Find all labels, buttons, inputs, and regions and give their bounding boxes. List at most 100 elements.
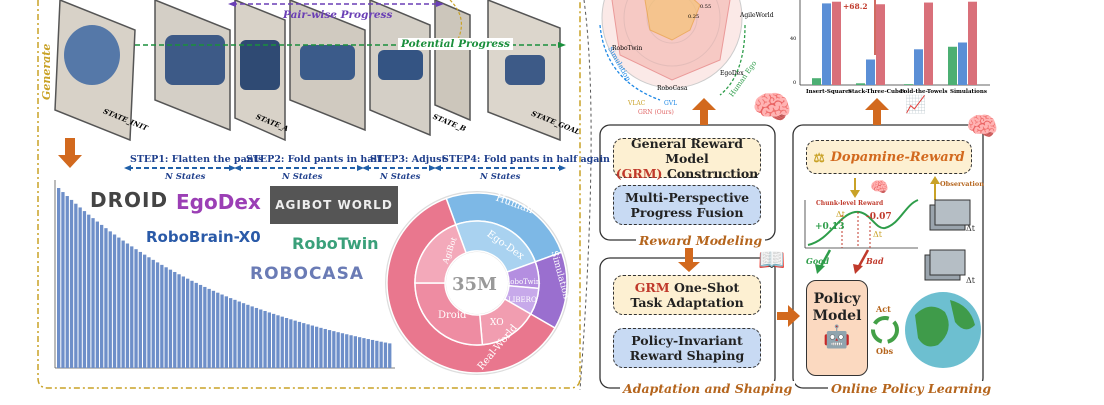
step4-title: STEP4: Fold pants in half again	[442, 154, 610, 165]
step2-sub: N States	[282, 172, 323, 182]
histogram-bar	[336, 332, 340, 368]
histogram-bar	[155, 262, 160, 368]
obs-dt1: Δt	[966, 276, 975, 285]
brain-icon: 🧠	[752, 88, 792, 126]
bar-mark	[812, 78, 821, 85]
histogram-bar	[125, 243, 130, 368]
histogram-bar	[104, 228, 108, 368]
oneshot-line2: Task Adaptation	[630, 295, 744, 310]
grm-line2: Construction	[662, 165, 759, 181]
histogram-bar	[310, 325, 314, 368]
histogram-bar	[173, 271, 177, 368]
histogram-bar	[250, 306, 254, 368]
grm-red: (GRM)	[615, 165, 663, 181]
histogram-bar	[91, 218, 95, 368]
bad-arrow-icon	[856, 249, 870, 269]
histogram-bar	[289, 319, 293, 368]
oneshot-red: GRM	[634, 280, 670, 295]
histogram-bar	[345, 334, 349, 368]
radar-label-agileworld: AgileWorld	[740, 12, 774, 19]
obs-label: Obs	[876, 346, 894, 356]
histogram-bar	[151, 259, 155, 368]
act-label: Act	[876, 304, 891, 314]
histogram-bar	[319, 327, 323, 368]
bar-cat-3: Fold-the-Towels	[900, 89, 948, 95]
fusion-line1: Multi-Perspective	[624, 190, 750, 205]
fusion-line2: Progress Fusion	[630, 205, 744, 220]
bar-mark	[968, 1, 977, 86]
histogram-bar	[362, 338, 366, 368]
generate-label: Generate	[40, 43, 53, 100]
histogram-bar	[233, 299, 237, 368]
step3-sub: N States	[380, 172, 421, 182]
dopamine-reward-box: ⚖ Dopamine-Reward	[806, 140, 972, 174]
bar-cat-2: Stack-Three-Cubes	[848, 89, 906, 95]
scale-icon: ⚖	[813, 149, 825, 165]
histogram-bar	[375, 340, 379, 368]
success-bar-chart	[812, 0, 977, 86]
bar-mark	[866, 59, 875, 85]
histogram-bar	[340, 333, 345, 368]
policy-line2: Model	[812, 308, 862, 324]
radar-label-robocasa: RoboCasa	[657, 85, 688, 92]
sb-droid: Droid	[438, 310, 467, 321]
histogram-bar	[198, 284, 203, 368]
bar-mark	[958, 42, 967, 85]
histogram-bar	[78, 207, 82, 368]
reward-modeling-caption: Reward Modeling	[636, 233, 766, 248]
radar-legend-vlac: VLAC	[628, 100, 646, 107]
bar-mark	[948, 46, 957, 85]
histogram-bar	[379, 341, 383, 368]
radar-tick-2: 0.25	[688, 14, 700, 20]
histogram-bar	[61, 192, 65, 368]
histogram-bar	[302, 323, 306, 368]
obs-dt2: Δt	[966, 224, 975, 233]
histogram-bar	[57, 188, 61, 368]
histogram-bar	[297, 321, 302, 368]
histogram-bar	[246, 304, 250, 368]
logo-robocasa: ROBOCASA	[250, 264, 364, 284]
radar-label-egodex: EgoDex	[720, 70, 744, 77]
state-image-3	[434, 0, 471, 122]
histogram-bar	[194, 282, 198, 368]
pants-shape	[240, 40, 280, 90]
step1-title: STEP1: Flatten the pants	[130, 154, 264, 165]
radar-legend-gvl: GVL	[664, 100, 678, 107]
sunburst-center: 35M	[452, 274, 497, 295]
histogram-bar	[164, 267, 168, 368]
step1-sub: N States	[165, 172, 206, 182]
policy-line1: Policy	[813, 291, 861, 307]
histogram-bar	[82, 211, 87, 368]
histogram-bar	[130, 246, 134, 368]
pants-shape	[64, 25, 120, 85]
histogram-bar	[211, 290, 216, 368]
arrow-down-icon	[678, 247, 700, 272]
histogram-bar	[237, 301, 241, 368]
histogram-bar	[306, 324, 310, 368]
histogram-bar	[143, 254, 147, 368]
histogram-bar	[186, 278, 190, 368]
logo-droid: DROID	[90, 188, 169, 212]
state-images	[54, 0, 561, 142]
bar-mark	[876, 4, 885, 85]
robot-icon: 🤖	[823, 324, 851, 350]
radar-label-robotwin: RoboTwin	[612, 45, 643, 52]
chart-icon: 📈	[905, 95, 927, 115]
histogram-bar	[74, 203, 78, 368]
bar-mark	[904, 84, 913, 85]
grm-line1: General Reward Model	[631, 135, 743, 166]
sb-xo: XO	[490, 318, 504, 328]
logo-egodex: EgoDex	[176, 190, 261, 214]
histogram-bar	[207, 288, 211, 368]
observation-label: Observation	[940, 180, 984, 188]
bar-mark	[914, 49, 923, 85]
dt-label-2: Δt	[873, 230, 882, 239]
observation-frames	[924, 199, 971, 281]
histogram-bar	[284, 318, 289, 368]
histogram-bar	[353, 336, 357, 368]
dataset-histogram	[54, 180, 395, 369]
histogram-bar	[87, 214, 91, 368]
arrow-right-icon	[777, 305, 800, 327]
